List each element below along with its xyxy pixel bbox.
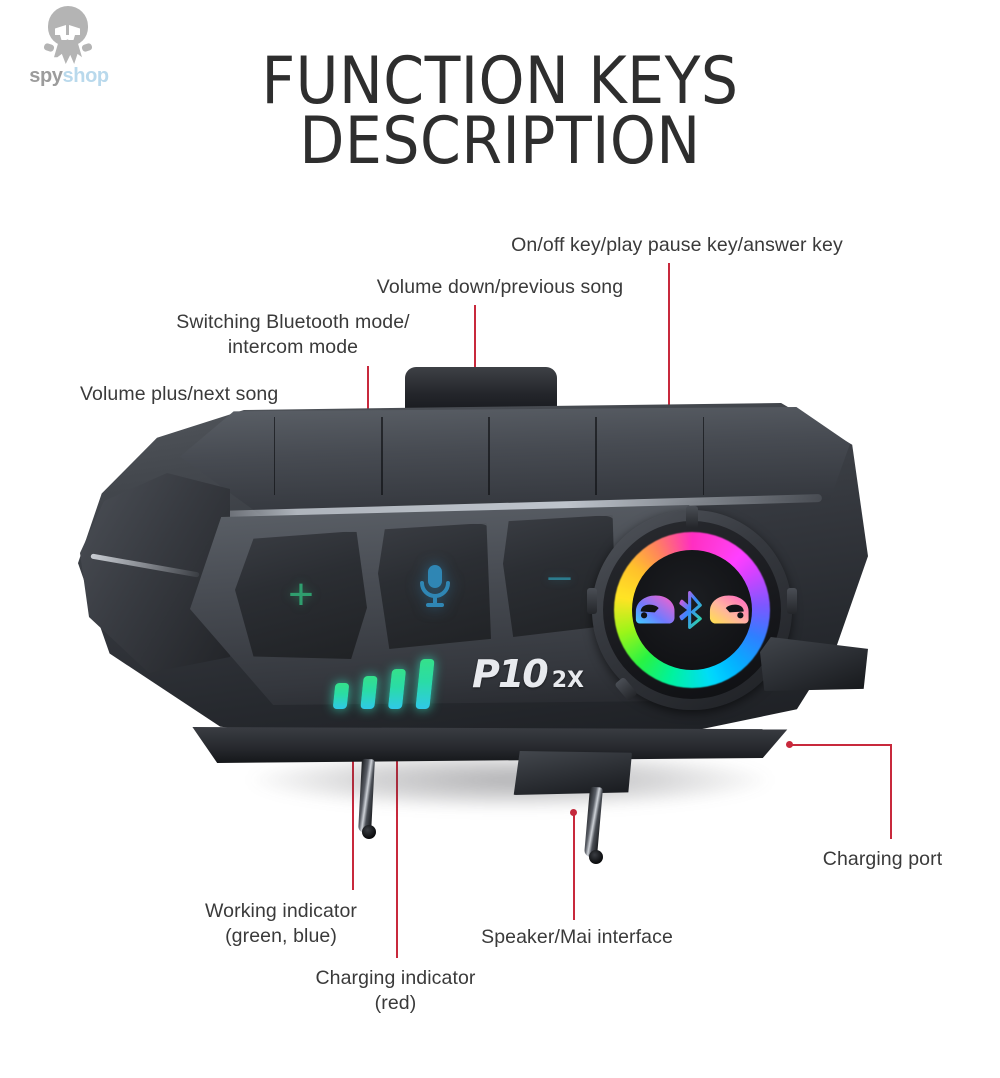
led-bar — [415, 659, 435, 709]
connector-tip-right — [589, 850, 603, 864]
leader-line-charging-indicator — [396, 700, 399, 958]
spyshop-logo: spyshop — [14, 4, 124, 96]
ninja-mascot-icon — [43, 6, 93, 66]
bluetooth-icon — [679, 591, 703, 629]
callout-charging-port: Charging port — [822, 848, 943, 870]
callout-volume-plus: Volume plus/next song — [80, 383, 279, 405]
helmet-left-icon — [635, 595, 675, 624]
device-bottom-plate — [192, 727, 788, 763]
mode-button[interactable] — [378, 523, 491, 649]
plus-icon: + — [288, 570, 314, 619]
callout-volume-down: Volume down/previous song — [376, 276, 624, 298]
vent-line — [702, 417, 705, 495]
vent-line — [595, 417, 597, 495]
logo-word-shop: shop — [62, 65, 110, 87]
product-model-text: P10 — [472, 652, 549, 696]
mascot-body — [54, 40, 82, 64]
rgb-dial[interactable] — [587, 506, 797, 710]
dial-tab — [686, 506, 698, 528]
callout-speaker-mic: Speaker/Mai interface — [481, 926, 673, 948]
vent-line — [273, 417, 276, 495]
dial-center-icons — [632, 550, 752, 670]
page-title-line1: FUNCTION KEYS — [261, 44, 739, 119]
leader-line-charging-port-vertical — [890, 744, 893, 839]
led-indicator-bars — [332, 655, 462, 715]
callout-charging-indicator: Charging indicator (red) — [315, 967, 476, 1014]
logo-word-spy: spy — [29, 65, 63, 87]
minus-icon: – — [548, 554, 571, 598]
volume-up-button[interactable]: + — [235, 531, 367, 659]
leader-line-charging-port-horizontal — [790, 744, 892, 747]
speaker-mic-interface-block — [513, 751, 632, 795]
charging-port-flap[interactable] — [760, 637, 868, 691]
leader-line-working-indicator — [352, 700, 355, 890]
product-variant-text: 2X — [551, 668, 585, 693]
mascot-arm-right — [81, 42, 93, 53]
mascot-mouth — [60, 35, 75, 42]
vent-line — [381, 417, 383, 495]
mascot-eye-left — [55, 25, 66, 35]
mascot-arm-left — [43, 42, 55, 53]
led-bar — [387, 669, 407, 709]
callout-working-indicator: Working indicator (green, blue) — [205, 900, 357, 947]
page-title-line2: DESCRIPTION — [299, 104, 701, 180]
leader-line-speaker-mic — [573, 812, 576, 920]
leader-dot-charging-port — [786, 741, 793, 748]
led-bar — [360, 676, 378, 709]
callout-power-key: On/off key/play pause key/answer key — [511, 234, 843, 256]
led-bar — [332, 683, 350, 709]
connector-tip-left — [362, 825, 376, 839]
callout-bluetooth-mode: Switching Bluetooth mode/ intercom mode — [176, 311, 410, 358]
vent-line — [488, 417, 490, 495]
dial-tab — [787, 588, 797, 614]
mascot-eye-right — [69, 25, 80, 35]
logo-wordmark: spyshop — [14, 66, 124, 86]
connector-pin-left — [358, 758, 375, 834]
dial-tab — [587, 588, 597, 614]
microphone-icon — [378, 563, 491, 609]
helmet-right-icon — [709, 595, 749, 624]
page-title: FUNCTION KEYS DESCRIPTION — [150, 49, 850, 180]
leader-dot-speaker-mic — [570, 809, 577, 816]
